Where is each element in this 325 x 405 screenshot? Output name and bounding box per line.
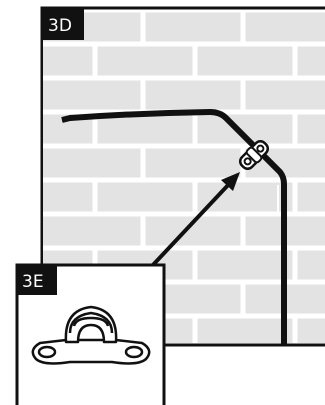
panel-3e-label-text: 3E <box>22 272 44 292</box>
cable <box>61 109 287 345</box>
brick-wall <box>43 10 325 343</box>
panel-3d-label: 3D <box>42 8 84 40</box>
pointer-arrow <box>150 172 240 268</box>
mortar-lines <box>43 10 325 343</box>
cable-tail <box>61 115 96 122</box>
cable-clip-icon <box>238 139 270 171</box>
panel-3d-label-text: 3D <box>48 16 72 36</box>
panel-3e-label: 3E <box>17 265 57 295</box>
panel-3e: 3E <box>15 263 166 405</box>
saddle-clip-icon <box>31 305 151 365</box>
panel-3d: 3D <box>40 6 325 347</box>
